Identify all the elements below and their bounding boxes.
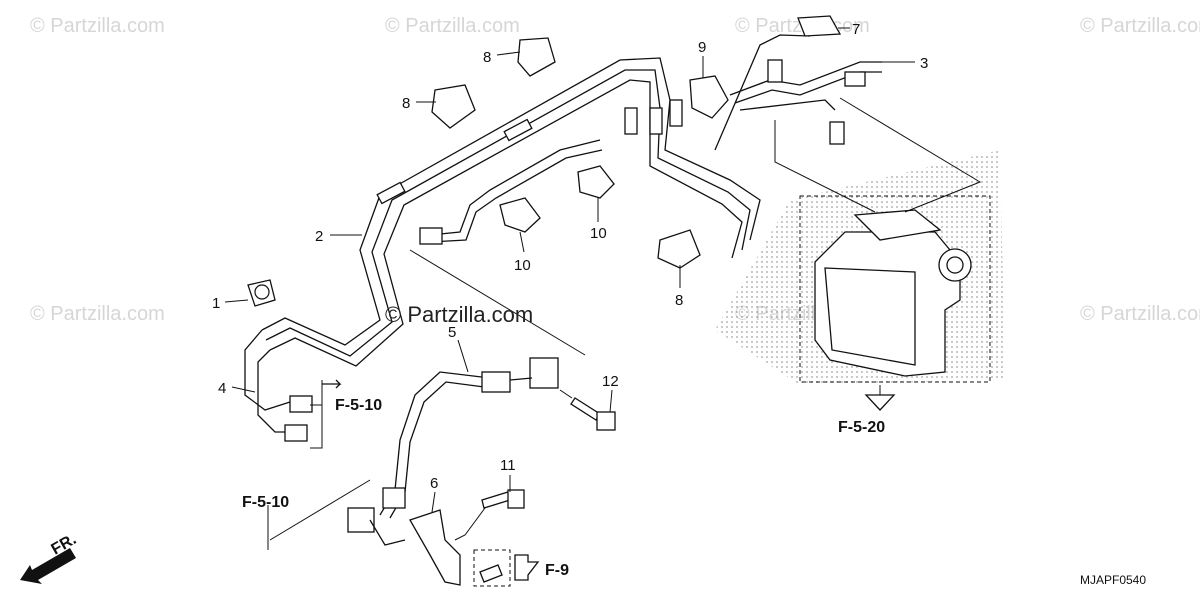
- watermark: © Partzilla.com: [1080, 303, 1200, 325]
- ref-f9: F-9: [545, 562, 569, 579]
- pipe-fitting: [419, 227, 443, 245]
- guide-line: [774, 120, 876, 213]
- callout-8: 8: [402, 95, 410, 112]
- bolt: [479, 564, 503, 583]
- front-direction-indicator: FR.: [20, 531, 79, 584]
- diagram-code: MJAPF0540: [1080, 573, 1146, 587]
- callout-11: 11: [500, 457, 516, 474]
- callout-6: 6: [430, 475, 438, 492]
- callout-12: 12: [602, 373, 619, 390]
- callout-10: 10: [590, 225, 607, 242]
- guide-line: [409, 249, 586, 356]
- brake-pipe-4: [244, 329, 313, 442]
- callout-7: 7: [852, 21, 860, 38]
- watermark: © Partzilla.com: [30, 15, 165, 37]
- callout-1: 1: [212, 295, 220, 312]
- callout-2: 2: [315, 228, 323, 245]
- brake-pipe-3: [729, 61, 882, 96]
- abs-modulator: [814, 209, 972, 377]
- bracket-6: [409, 509, 461, 586]
- ref-arrow-f9: [514, 554, 540, 581]
- pipe-fitting: [844, 71, 866, 87]
- clamp-8: [657, 229, 701, 269]
- bolt-11: [481, 491, 511, 509]
- clamp-10: [577, 165, 615, 199]
- clamp-8: [431, 84, 476, 129]
- pipe-fitting: [767, 59, 783, 83]
- callout-9: 9: [698, 39, 706, 56]
- brake-pipe-front: [429, 139, 601, 236]
- grommet-9: [689, 75, 729, 119]
- ref-f5-10-upper: F-5-10: [335, 397, 382, 414]
- brake-hose-5: [347, 357, 559, 546]
- ref-f5-20: F-5-20: [838, 419, 885, 436]
- watermark-main: © Partzilla.com: [385, 302, 533, 327]
- abs-unit-group-box: [799, 195, 991, 383]
- ref-box-f9: [473, 549, 511, 587]
- clamp-10: [499, 197, 541, 233]
- ref-f5-10-lower: F-5-10: [242, 494, 289, 511]
- reference-labels: F-5-10 F-5-10 F-5-20 F-9: [242, 379, 885, 579]
- callout-10: 10: [514, 257, 531, 274]
- guide-line: [454, 507, 486, 541]
- watermark-group: © Partzilla.com © Partzilla.com © Partzi…: [30, 15, 1200, 325]
- watermark: © Partzilla.com: [385, 15, 520, 37]
- bolt-12: [570, 397, 601, 421]
- watermark: © Partzilla.com: [1080, 15, 1200, 37]
- callout-5: 5: [448, 324, 456, 341]
- callout-8: 8: [675, 292, 683, 309]
- ref-line: [269, 479, 371, 541]
- clamp-8: [517, 37, 556, 77]
- watermark: © Partzilla.com: [30, 303, 165, 325]
- direction-label: FR.: [49, 531, 80, 559]
- callout-labels: 1 2 3 4 5 6 7 8 8 8 8 9 10 10 11 12: [212, 21, 928, 492]
- front-arrow-icon: [20, 548, 76, 584]
- clamp-7: [797, 15, 842, 37]
- brake-pipe-2: [261, 57, 761, 367]
- guide-line: [559, 389, 573, 399]
- callout-4: 4: [218, 380, 226, 397]
- ref-arrow-f5-20: [864, 394, 896, 411]
- callout-8: 8: [483, 49, 491, 66]
- ref-arrow: [322, 379, 342, 389]
- guide-line: [839, 97, 982, 213]
- callout-3: 3: [920, 55, 928, 72]
- pipe-fitting: [829, 121, 845, 145]
